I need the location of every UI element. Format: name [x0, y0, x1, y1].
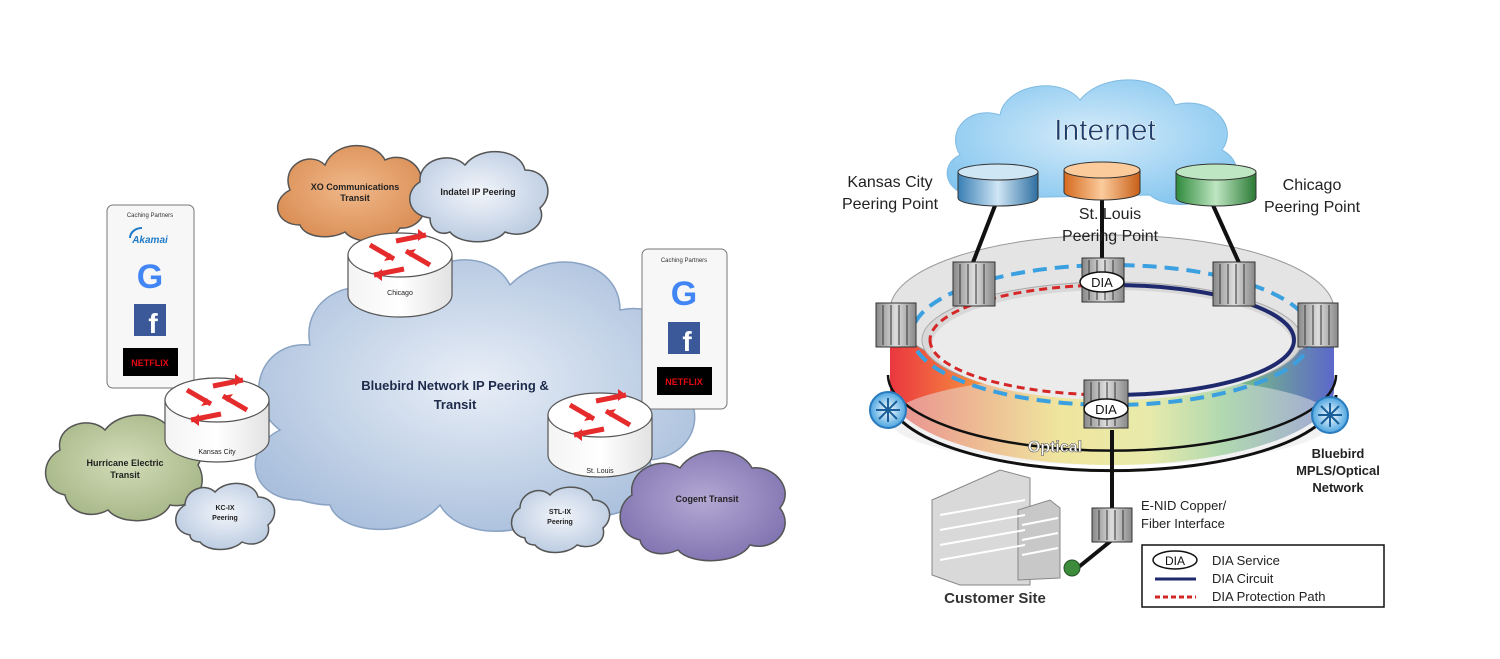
- dia-bottom-label: DIA: [1095, 402, 1117, 417]
- switch-chicago: [1212, 261, 1256, 307]
- xo-label-2: Transit: [340, 193, 370, 203]
- caching-partners-left: Caching Partners Akamai G f NETFLIX: [106, 204, 195, 389]
- stl-peering-label-1: St. Louis: [1079, 206, 1141, 223]
- indatel-label: Indatel IP Peering: [440, 187, 515, 197]
- facebook-icon-right: [668, 322, 700, 354]
- network-label: Bluebird MPLS/Optical Network: [1296, 446, 1380, 495]
- legend-badge: DIA: [1165, 554, 1185, 568]
- google-logo-left: G: [137, 258, 163, 296]
- legend-circuit: DIA Circuit: [1212, 571, 1274, 586]
- cogent-cloud: Cogent Transit: [619, 450, 786, 562]
- center-cloud-label-2: Transit: [434, 397, 477, 412]
- facebook-logo-right: f: [682, 326, 692, 357]
- internet-label: Internet: [1054, 114, 1156, 147]
- netflix-logo-left: NETFLIX: [131, 358, 169, 368]
- cogent-label: Cogent Transit: [675, 494, 738, 504]
- stl-peering-cylinder: [1063, 161, 1141, 201]
- switch-enid: [1091, 507, 1133, 543]
- stlix-label-2: Peering: [547, 519, 573, 526]
- dia-circuit-path: [1111, 283, 1296, 397]
- stlix-label-1: STL-IX: [549, 509, 571, 516]
- optical-label: Optical: [1028, 439, 1082, 456]
- center-cloud-label-1: Bluebird Network IP Peering &: [361, 378, 549, 393]
- customer-site-label: Customer Site: [944, 590, 1046, 607]
- netflix-logo-right: NETFLIX: [665, 377, 703, 387]
- netflix-box-left: [123, 348, 178, 376]
- center-cloud: Bluebird Network IP Peering & Transit: [254, 259, 696, 532]
- kcix-label-1: KC-IX: [215, 505, 234, 512]
- akamai-swoosh-icon: [129, 227, 143, 239]
- enid-label-1: E-NID Copper/: [1141, 498, 1227, 513]
- switch-right: [1297, 302, 1339, 348]
- router-chicago-label: Chicago: [387, 290, 413, 297]
- router-chicago: Chicago: [347, 229, 453, 318]
- caching-left-title: Caching Partners: [127, 213, 173, 219]
- caching-right-title: Caching Partners: [661, 258, 707, 264]
- xo-cloud: XO Communications Transit: [276, 144, 427, 243]
- chicago-peering-label-2: Peering Point: [1264, 199, 1361, 216]
- enid-label-2: Fiber Interface: [1141, 516, 1225, 531]
- caching-partners-right: Caching Partners G f NETFLIX: [641, 248, 728, 410]
- dia-badge-top: DIA: [1079, 271, 1125, 293]
- dia-protection-path-lower: [928, 339, 1113, 397]
- switch-left: [875, 302, 917, 348]
- stlix-cloud: STL-IX Peering: [510, 486, 611, 554]
- peering-labels: Kansas City Peering Point St. Louis Peer…: [842, 174, 1361, 245]
- hurricane-label-1: Hurricane Electric: [86, 458, 163, 468]
- kcix-cloud: KC-IX Peering: [175, 482, 276, 551]
- dia-badge-bottom: DIA: [1083, 398, 1129, 420]
- right-diagram: Internet Optical: [842, 79, 1385, 608]
- chicago-peering-label-1: Chicago: [1283, 177, 1342, 194]
- facebook-icon-left: [134, 304, 166, 336]
- legend-service: DIA Service: [1212, 553, 1280, 568]
- switch-kc: [952, 261, 996, 307]
- hurricane-label-2: Transit: [110, 470, 140, 480]
- mpls-node-right-icon: [1311, 396, 1349, 434]
- network-label-2: MPLS/Optical: [1296, 463, 1380, 478]
- akamai-logo: Akamai: [131, 235, 168, 246]
- dia-top-label: DIA: [1091, 275, 1113, 290]
- peering-links: [970, 198, 1242, 572]
- xo-label-1: XO Communications: [311, 182, 400, 192]
- netflix-box-right: [657, 367, 712, 395]
- google-logo-right: G: [671, 275, 697, 313]
- router-kc-label: Kansas City: [198, 449, 236, 456]
- legend-protection: DIA Protection Path: [1212, 589, 1325, 604]
- kc-peering-label-1: Kansas City: [847, 174, 932, 191]
- router-st-louis: St. Louis: [547, 389, 653, 478]
- kc-peering-label-2: Peering Point: [842, 196, 939, 213]
- facebook-logo-left: f: [148, 308, 158, 339]
- network-label-3: Network: [1312, 480, 1364, 495]
- legend: DIA DIA Service DIA Circuit DIA Protecti…: [1141, 544, 1385, 608]
- kcix-label-2: Peering: [212, 515, 238, 522]
- router-kansas-city: Kansas City: [164, 374, 270, 463]
- left-diagram: Bluebird Network IP Peering & Transit XO…: [44, 144, 786, 562]
- network-label-1: Bluebird: [1312, 446, 1365, 461]
- indatel-cloud: Indatel IP Peering: [409, 151, 549, 243]
- mpls-node-left-icon: [869, 391, 907, 429]
- stl-peering-label-2: Peering Point: [1062, 228, 1159, 245]
- router-stl-label: St. Louis: [586, 468, 614, 475]
- customer-building-icon: [931, 469, 1081, 586]
- kc-peering-cylinder: [957, 163, 1039, 207]
- chicago-peering-cylinder: [1175, 163, 1257, 207]
- enid-label: E-NID Copper/ Fiber Interface: [1141, 498, 1227, 531]
